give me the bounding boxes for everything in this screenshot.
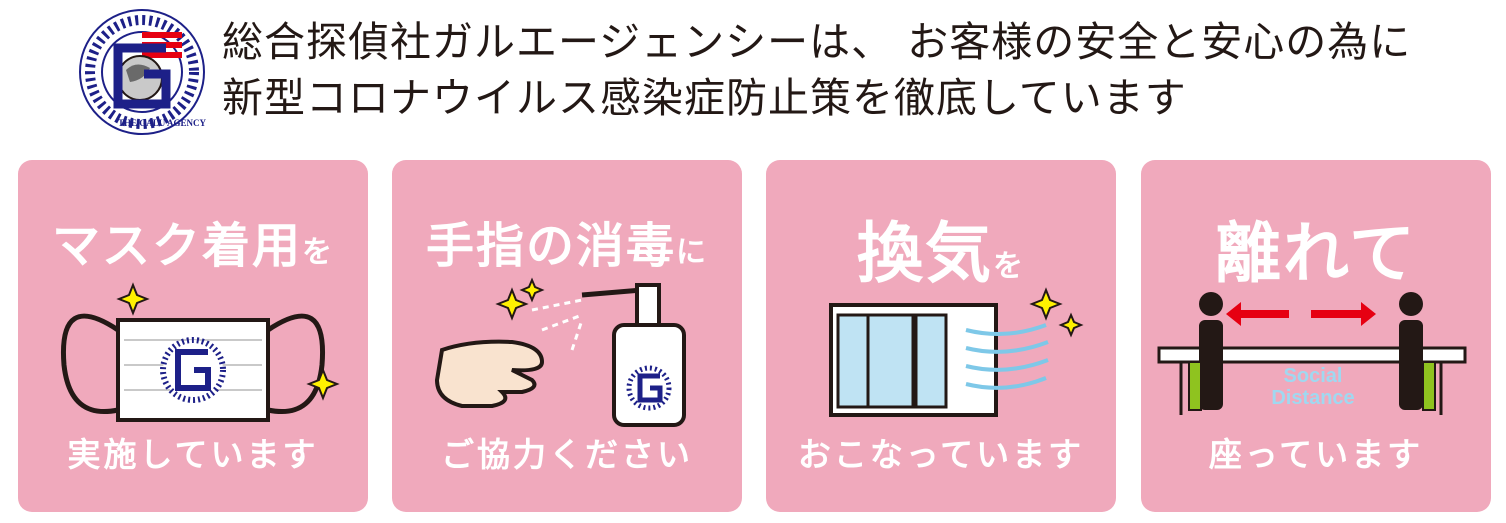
galu-agency-logo: THE GALU AGENCY: [79, 9, 206, 135]
sanitizer-icon: [434, 277, 686, 427]
svg-text:THE GALU AGENCY: THE GALU AGENCY: [118, 118, 206, 128]
panel-mask-title: マスク着用を: [51, 218, 334, 274]
panel-sanitizer-title: 手指の消毒に: [425, 218, 708, 274]
social-distance-label-2: Distance: [1271, 387, 1354, 409]
panel-social-distance-caption: 座っています: [1208, 435, 1424, 474]
panel-social-distance: 離れて Social Distance 座っています: [1141, 160, 1491, 512]
mask-icon: [60, 282, 340, 422]
panel-ventilation-caption: おこなっています: [797, 435, 1085, 474]
panel-mask: マスク着用を 実施しています: [18, 160, 368, 512]
panel-mask-caption: 実施しています: [67, 435, 319, 474]
social-distance-icon: Social Distance: [1157, 292, 1467, 415]
header: THE GALU AGENCY 総合探偵社ガルエージェンシーは、 お客様の安全と…: [0, 0, 1506, 150]
panel-ventilation: 換気を おこなっています: [766, 160, 1116, 512]
panel-sanitizer: 手指の消毒に ご協力ください: [392, 160, 742, 512]
window-ventilation-icon: [829, 287, 1084, 417]
headline-line-2: 新型コロナウイルス感染症防止策を徹底しています: [222, 74, 1187, 122]
headline: 総合探偵社ガルエージェンシーは、 お客様の安全と安心の為に 新型コロナウイルス感…: [222, 14, 1411, 126]
social-distance-label-1: Social: [1284, 365, 1343, 387]
panel-sanitizer-caption: ご協力ください: [441, 435, 693, 474]
panel-ventilation-title: 換気を: [857, 215, 1025, 292]
headline-line-1: 総合探偵社ガルエージェンシーは、 お客様の安全と安心の為に: [222, 18, 1412, 66]
panel-social-distance-title: 離れて: [1214, 215, 1418, 292]
